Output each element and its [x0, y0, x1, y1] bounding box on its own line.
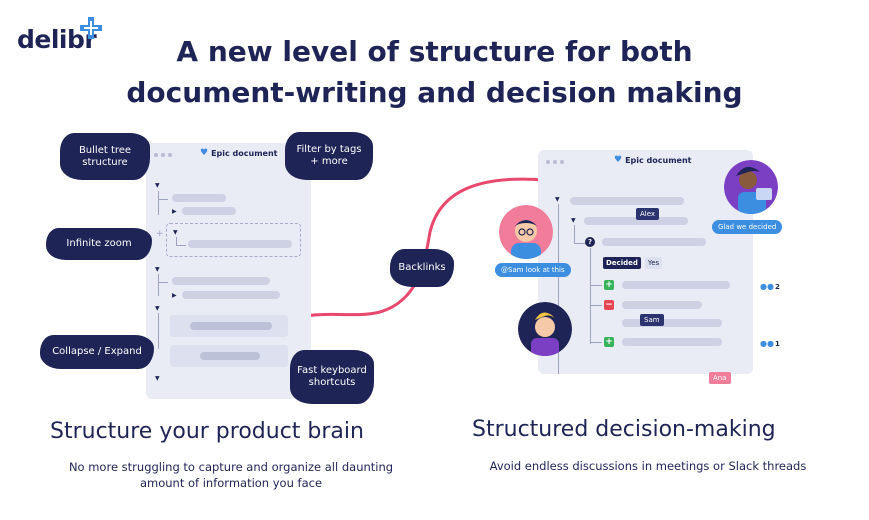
callout-backlinks: Backlinks — [390, 249, 454, 287]
zoom-plus-icon[interactable]: + — [156, 229, 164, 239]
outline-bar — [622, 301, 702, 309]
cursor-tag-sam: Sam — [640, 314, 664, 326]
logo-plus-icon — [80, 17, 102, 39]
caret-right-icon[interactable]: ▶ — [172, 208, 177, 215]
callout-collapse-expand: Collapse / Expand — [40, 335, 154, 369]
caret-down-icon[interactable]: ▼ — [155, 375, 160, 382]
comment-count[interactable]: ●● 2 — [760, 282, 780, 291]
heart-icon: ♥ — [614, 155, 623, 165]
outline-bar — [622, 338, 722, 346]
outline-bar — [172, 277, 270, 285]
comment-chip-mention[interactable]: @Sam look at this — [495, 263, 571, 277]
caret-down-icon[interactable]: ▼ — [155, 305, 160, 312]
caret-down-icon[interactable]: ▼ — [571, 217, 576, 224]
left-description: No more struggling to capture and organi… — [68, 460, 394, 490]
window-dots — [546, 160, 564, 164]
caret-down-icon[interactable]: ▼ — [173, 229, 178, 236]
right-epic-document: ♥ Epic document ▼ ▼ ? Decided Yes + − + — [538, 150, 753, 374]
cursor-tag-ana: Ana — [709, 372, 731, 384]
callout-bullet-tree: Bullet tree structure — [60, 133, 150, 180]
right-description: Avoid endless discussions in meetings or… — [489, 459, 807, 473]
reaction-icon: ●● — [760, 282, 774, 291]
headline-line-2: document-writing and decision making — [126, 76, 743, 109]
zoom-frame — [166, 223, 301, 257]
avatar-woman — [724, 160, 778, 214]
cursor-tag-alex: Alex — [636, 208, 660, 220]
comment-chip-glad[interactable]: Glad we decided — [712, 220, 783, 234]
outline-bar — [182, 291, 280, 299]
right-heading: Structured decision-making — [472, 417, 776, 442]
decided-badge: Decided Yes — [603, 257, 663, 269]
pro-plus-icon[interactable]: + — [604, 280, 614, 290]
avatar-man-waving — [518, 302, 572, 356]
avatar-man-glasses — [499, 205, 553, 259]
headline-line-1: A new level of structure for both — [176, 35, 693, 68]
left-heading: Structure your product brain — [50, 419, 364, 444]
collapsed-block[interactable] — [170, 345, 288, 367]
con-minus-icon[interactable]: − — [604, 300, 614, 310]
caret-down-icon[interactable]: ▼ — [155, 266, 160, 273]
pro-plus-icon[interactable]: + — [604, 337, 614, 347]
brand-logo: delibr — [17, 17, 102, 54]
brand-name: delibr — [17, 25, 97, 54]
outline-bar — [622, 319, 722, 327]
reaction-icon: ●● — [760, 339, 774, 348]
outline-bar — [182, 207, 236, 215]
outline-bar — [172, 194, 226, 202]
caret-right-icon[interactable]: ▶ — [172, 292, 177, 299]
outline-bar — [584, 217, 688, 225]
doc-title: ♥ Epic document — [200, 148, 278, 158]
callout-keyboard-shortcuts: Fast keyboard shortcuts — [290, 350, 374, 404]
heart-icon: ♥ — [200, 148, 209, 158]
outline-bar — [622, 281, 730, 289]
collapsed-block[interactable] — [170, 315, 288, 337]
caret-down-icon[interactable]: ▼ — [155, 182, 160, 189]
doc-title: ♥ Epic document — [614, 155, 692, 165]
outline-bar — [188, 240, 292, 248]
comment-count[interactable]: ●● 1 — [760, 339, 780, 348]
outline-bar — [602, 238, 706, 246]
callout-infinite-zoom: Infinite zoom — [46, 228, 152, 260]
window-dots — [154, 153, 172, 157]
caret-down-icon[interactable]: ▼ — [555, 196, 560, 203]
left-epic-document: ♥ Epic document ▼ ▶ + ▼ ▼ ▶ ▼ ▼ — [146, 143, 311, 399]
callout-filter-tags: Filter by tags + more — [285, 132, 373, 180]
question-icon: ? — [585, 237, 595, 247]
outline-bar — [570, 197, 684, 205]
